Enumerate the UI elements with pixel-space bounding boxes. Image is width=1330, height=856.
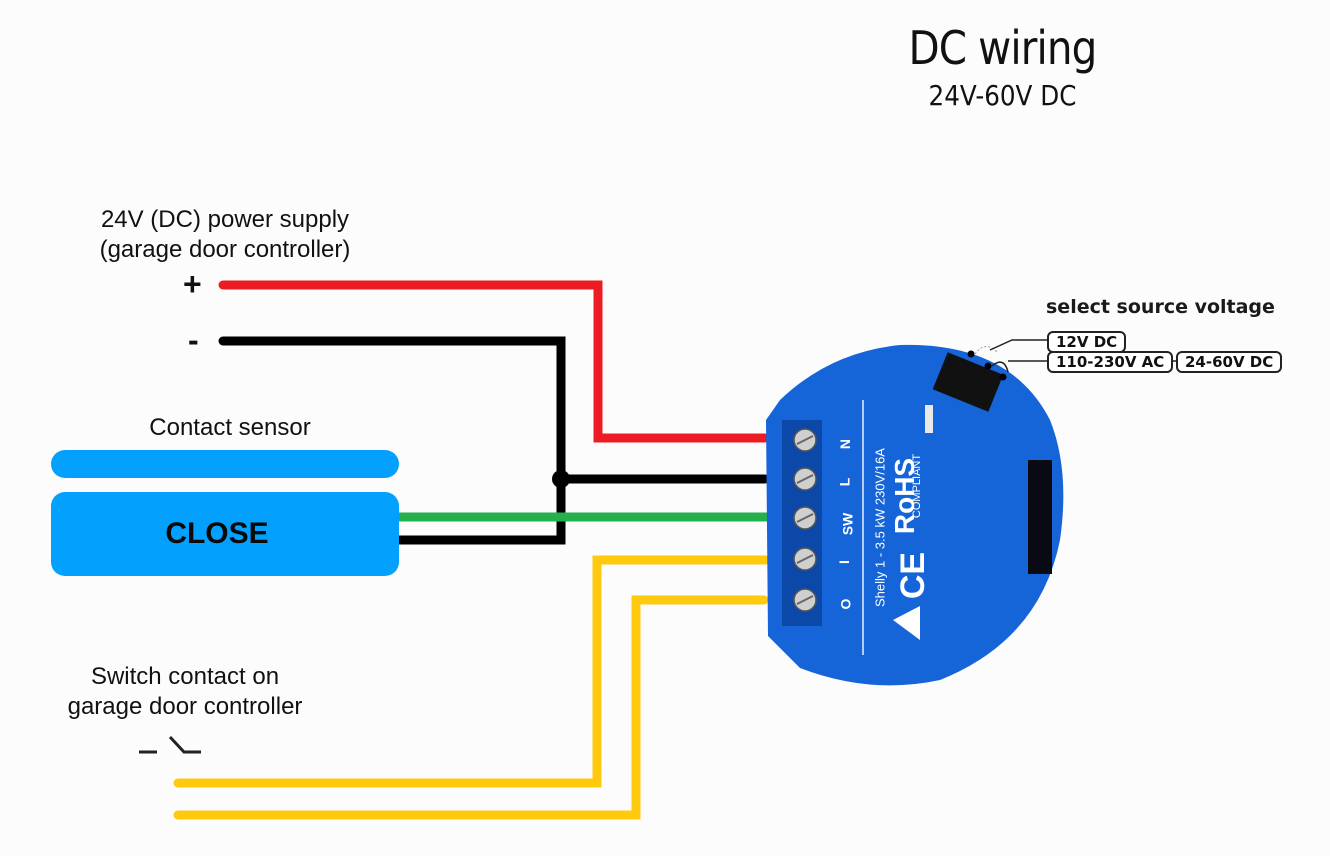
switch-open-icon (139, 735, 201, 754)
terminal-labels: N L SW I O (836, 430, 860, 620)
voltage-option-24-60v-dc: 24-60V DC (1176, 351, 1283, 373)
voltage-option-110-230v-ac: 110-230V AC (1047, 351, 1174, 373)
voltage-selector-title: select source voltage (1046, 296, 1275, 318)
jumper-header (932, 352, 1004, 412)
power-supply-label-line1: 24V (DC) power supply (100, 206, 350, 233)
terminal-label-o: O (837, 598, 854, 610)
terminal-label-sw: SW (839, 512, 856, 536)
power-supply-label-line2: (garage door controller) (99, 236, 351, 263)
sensor-body: CLOSE (51, 492, 399, 576)
plus-sign: + (183, 266, 202, 302)
switch-contact-label-line2: garage door controller (67, 693, 303, 720)
page-title: DC wiring (908, 21, 1098, 75)
wire-negative (218, 336, 566, 545)
sensor-magnet (51, 450, 399, 478)
contact-sensor-label: Contact sensor (149, 414, 311, 441)
wire-positive (218, 280, 770, 443)
warning-triangle-icon (893, 606, 920, 640)
voltage-option-12v-dc: 12V DC (1047, 331, 1127, 353)
junction-dot (552, 470, 570, 488)
power-supply-label: 24V (DC) power supply (garage door contr… (60, 205, 390, 265)
compliant-label: COMPLIANT (911, 453, 924, 519)
wire-switch-out (173, 595, 769, 820)
ce-mark: CE (894, 551, 933, 600)
sensor-state-label: CLOSE (165, 517, 269, 550)
terminal-label-l: L (836, 477, 853, 487)
page-subtitle: 24V-60V DC (928, 79, 1077, 112)
switch-contact-label: Switch contact on garage door controller (40, 662, 330, 722)
minus-sign: - (188, 322, 199, 358)
device-model-text: Shelly 1 - 3.5 kW 230V/16A (872, 448, 888, 607)
terminal-label-i: I (835, 560, 852, 564)
side-connector (1028, 460, 1052, 574)
shelly-device (766, 339, 1176, 686)
wire-switch-in (173, 555, 771, 788)
terminal-label-n: N (837, 438, 854, 450)
switch-contact-label-line1: Switch contact on (90, 663, 280, 690)
